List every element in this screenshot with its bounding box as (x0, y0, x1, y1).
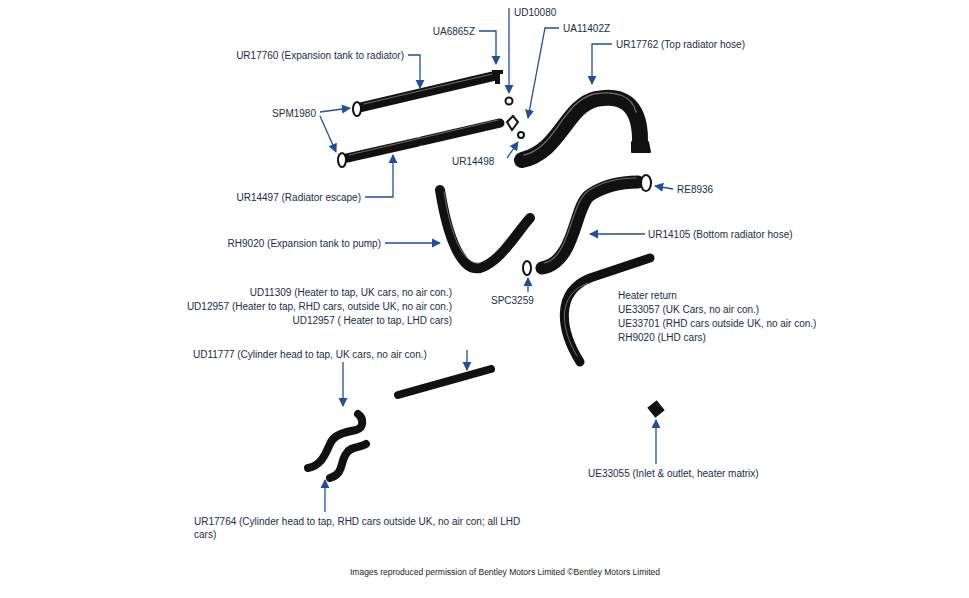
hose (440, 190, 530, 268)
hose (308, 414, 362, 468)
leader-arrow (320, 116, 336, 152)
part-label: UR14497 (Radiator escape) (236, 191, 361, 204)
part-label: UD12957 (Heater to tap, RHD cars, outsid… (187, 300, 452, 313)
hose (422, 123, 500, 141)
leader-arrow (655, 186, 673, 189)
part-label: RH9020 (LHD cars) (618, 331, 706, 344)
clamp (353, 102, 361, 116)
part-label: UE33701 (RHD cars outside UK, no air con… (618, 317, 816, 330)
leader-arrow (408, 55, 420, 88)
hose (522, 98, 640, 160)
leader-arrow (590, 233, 645, 234)
hose (398, 369, 491, 395)
part-label: SPC3259 (491, 294, 534, 307)
part-label: UD11777 (Cylinder head to tap, UK cars, … (193, 348, 427, 361)
hose-highlight (349, 120, 498, 155)
leader-arrow (592, 44, 612, 84)
screw-head (492, 70, 503, 74)
leader-arrow (385, 242, 440, 243)
leader-arrow (324, 480, 325, 512)
leader-arrow (479, 31, 496, 64)
part-label: UD10080 (514, 6, 556, 19)
part-label: UD12957 ( Heater to tap, LHD cars) (292, 314, 452, 327)
part-label: UR17762 (Top radiator hose) (616, 38, 745, 51)
clamp (338, 153, 346, 167)
hose-highlight (364, 74, 492, 104)
part-label: UE33055 (Inlet & outlet, heater matrix) (588, 467, 759, 480)
clamps-and-fittings (338, 70, 651, 275)
clamp (523, 261, 531, 275)
hose-highlight (564, 283, 588, 356)
leader-arrow (342, 362, 343, 406)
bracket (507, 116, 518, 130)
hose-highlight (444, 192, 480, 263)
part-label: UA11402Z (563, 22, 610, 35)
hose (347, 142, 418, 158)
hose (652, 404, 660, 414)
nut (506, 98, 513, 105)
part-label: UA6865Z (433, 25, 475, 38)
part-label: Heater return (618, 289, 677, 302)
hoses (308, 74, 660, 478)
leader-arrow (365, 155, 393, 197)
part-label: UR17760 (Expansion tank to radiator) (236, 49, 404, 62)
hose (362, 76, 494, 107)
leader-arrow (507, 142, 518, 158)
part-label: UR14498 (452, 155, 494, 168)
copyright-caption: Images reproduced permission of Bentley … (350, 567, 660, 578)
part-label: UE33057 (UK Cars, no air con.) (618, 303, 759, 316)
clamp (641, 175, 651, 191)
washer (518, 132, 524, 138)
leader-arrow (320, 108, 350, 112)
leader-arrow (655, 420, 656, 464)
leader-arrow (527, 278, 528, 292)
hose (330, 444, 366, 478)
part-label: RE8936 (677, 183, 713, 196)
leader-arrow (466, 350, 467, 370)
leader-arrow (528, 28, 559, 118)
hose-end (632, 142, 650, 152)
leader-arrow (508, 8, 509, 93)
part-label: SPM1980 (272, 107, 316, 120)
part-label: RH9020 (Expansion tank to pump) (228, 237, 381, 250)
part-label: UD11309 (Heater to tap, UK cars, no air … (250, 286, 452, 299)
hose-highlight (544, 178, 636, 263)
part-label: UR14105 (Bottom radiator hose) (648, 228, 793, 241)
part-label: UR17764 (Cylinder head to tap, RHD cars … (194, 515, 524, 541)
hose-highlight (524, 93, 636, 155)
leader-arrows (320, 8, 673, 512)
